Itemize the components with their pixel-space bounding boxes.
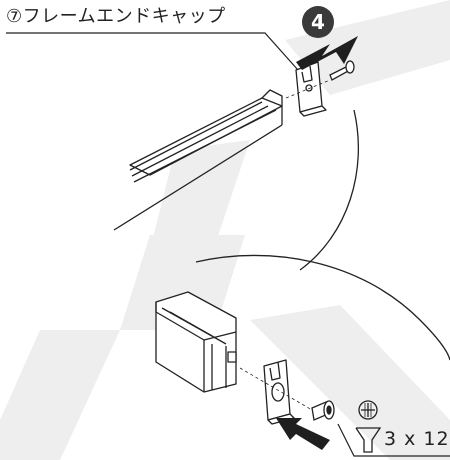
lower-end-cap (263, 359, 295, 425)
lower-insertion-arrow (276, 418, 330, 450)
screw-spec-label: 3 x 12 (384, 428, 450, 450)
upper-guide-line (285, 79, 331, 99)
lower-frame-rail (155, 291, 237, 393)
upper-screw (329, 60, 355, 81)
step-badge (302, 6, 334, 38)
phillips-head-icon (358, 400, 378, 420)
upper-insertion-arrow (296, 36, 358, 70)
countersunk-screw-icon (355, 427, 382, 453)
lower-screw (311, 400, 335, 421)
screw-spec-leader (337, 423, 450, 457)
part-label: ⑦フレームエンドキャップ (6, 6, 226, 27)
lower-guide-line (239, 367, 313, 411)
part-label-leader (6, 32, 299, 71)
upper-end-cap (295, 61, 327, 117)
upper-frame-rail (113, 89, 283, 231)
step-number: 4 (311, 10, 325, 34)
detail-callout (195, 109, 450, 361)
